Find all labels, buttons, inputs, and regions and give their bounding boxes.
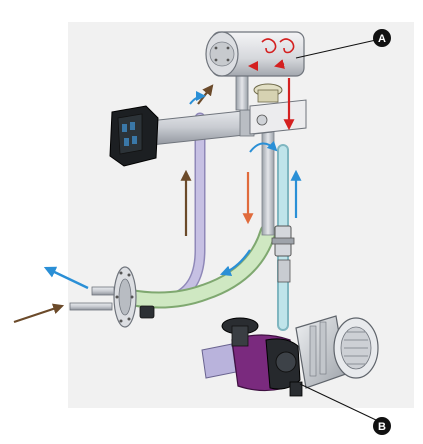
suction-hose — [121, 225, 275, 307]
flow-arrow-blue-outlet — [43, 266, 89, 290]
manifold-port — [256, 114, 268, 126]
flange-connector — [139, 305, 155, 319]
callout-b-dot — [373, 417, 391, 435]
flow-arrow-blue-curve — [219, 249, 251, 277]
flange-icon — [113, 266, 137, 328]
flow-arrow-brown-inlet — [13, 303, 65, 324]
pump-icon — [201, 317, 303, 397]
dark-enclosure-icon — [109, 105, 159, 167]
callout-b-label: B — [378, 421, 386, 433]
callout-a-dot — [373, 29, 391, 47]
inlet-pipe — [235, 75, 249, 111]
inlet-stub-upper — [91, 286, 115, 296]
blower-motor-icon — [295, 315, 379, 389]
valve-stem — [277, 259, 291, 283]
cyclone-separator-icon — [205, 31, 305, 77]
callout-b-leader — [299, 383, 377, 421]
flow-arrow-blue-loop — [249, 140, 278, 153]
flow-arrow-blue-top — [189, 91, 206, 105]
callout-a-leader — [295, 39, 377, 59]
callout-a-label: A — [378, 33, 386, 45]
outlet-neck — [257, 89, 279, 103]
inlet-stub-lower — [69, 302, 113, 311]
valve-collar — [271, 237, 295, 245]
